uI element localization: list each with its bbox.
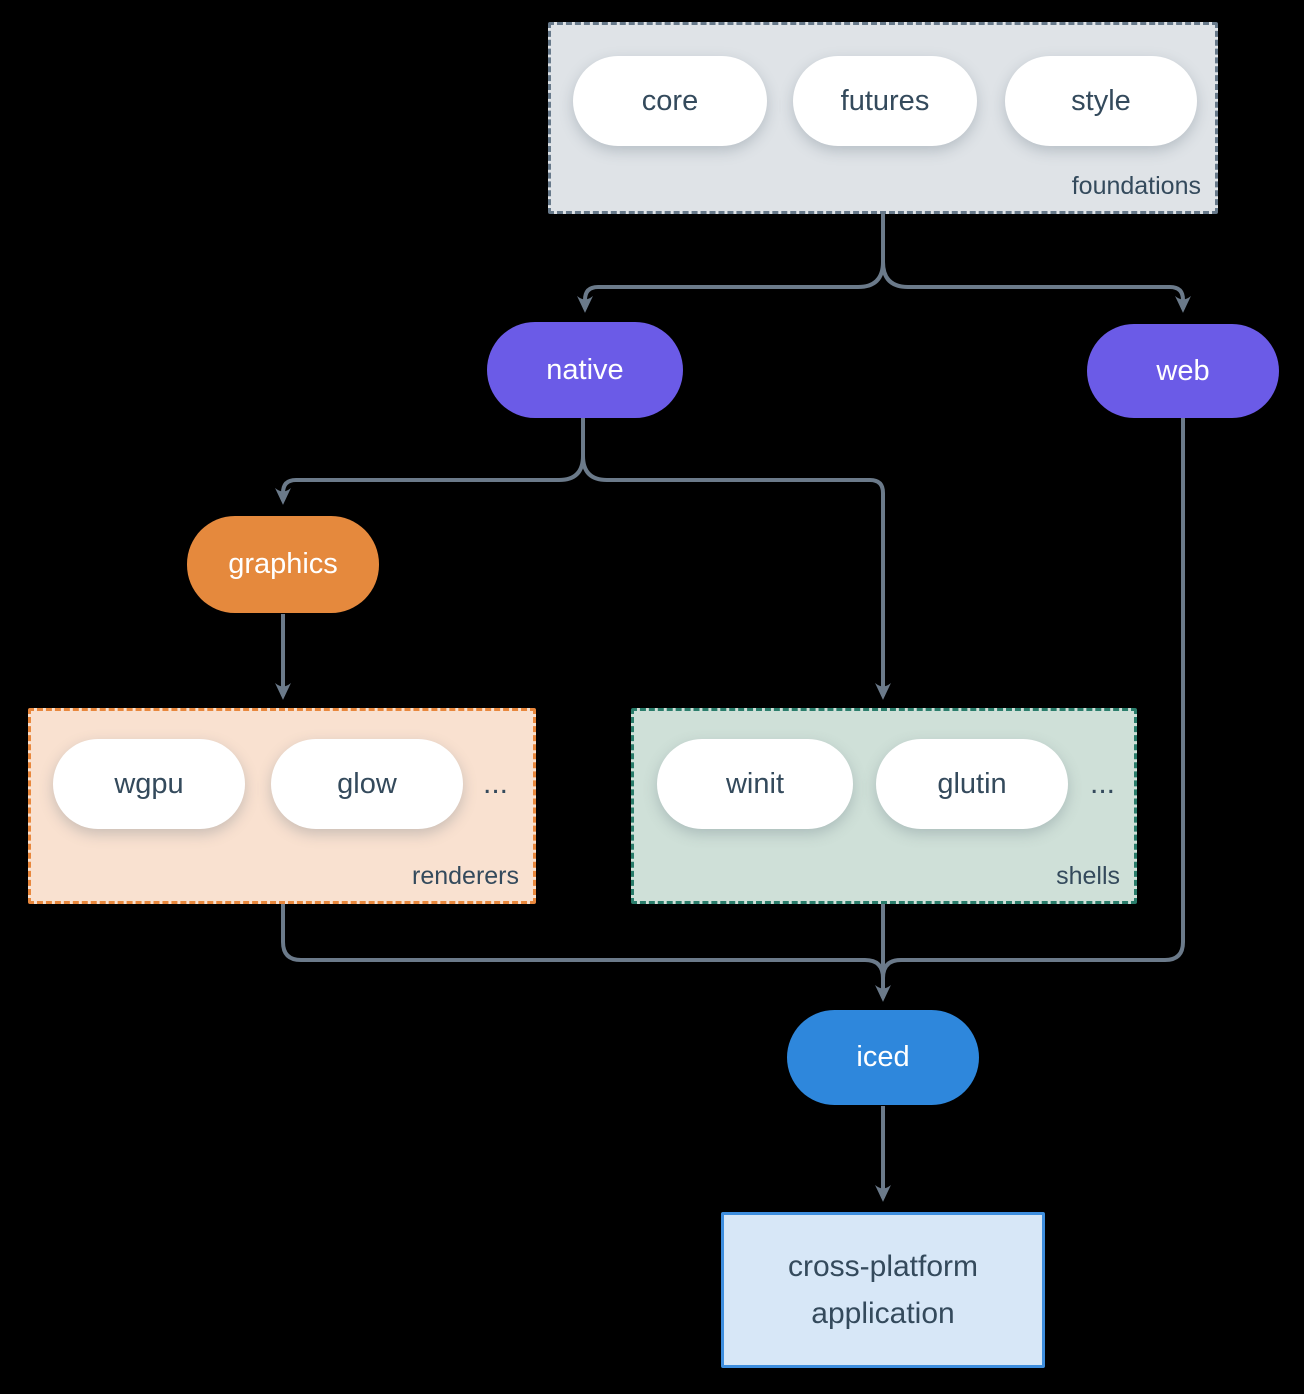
arrow-foundations-to-native bbox=[577, 214, 885, 313]
node-wgpu: wgpu bbox=[53, 739, 245, 829]
node-style: style bbox=[1005, 56, 1197, 146]
node-web: web bbox=[1087, 324, 1279, 418]
shells-group: winit glutin ... shells bbox=[631, 708, 1137, 904]
renderers-group-label: renderers bbox=[412, 862, 519, 890]
node-glutin: glutin bbox=[876, 739, 1068, 829]
node-cross-platform-application: cross-platform application bbox=[721, 1212, 1045, 1368]
arrow-native-to-shells bbox=[581, 418, 891, 700]
foundations-group-label: foundations bbox=[1071, 172, 1201, 200]
node-iced: iced bbox=[787, 1010, 979, 1105]
node-winit: winit bbox=[657, 739, 853, 829]
line-web-to-merge bbox=[881, 418, 1185, 990]
line-renderers-to-merge bbox=[281, 902, 885, 990]
shells-ellipsis: ... bbox=[1090, 767, 1116, 800]
arrow-foundations-to-web bbox=[881, 214, 1191, 313]
shells-group-label: shells bbox=[1056, 862, 1120, 890]
node-graphics: graphics bbox=[187, 516, 379, 613]
renderers-ellipsis: ... bbox=[483, 767, 509, 800]
node-glow: glow bbox=[271, 739, 463, 829]
node-native: native bbox=[487, 322, 683, 418]
node-core: core bbox=[573, 56, 767, 146]
node-futures: futures bbox=[793, 56, 977, 146]
foundations-group: core futures style foundations bbox=[548, 22, 1218, 214]
arrow-native-to-graphics bbox=[275, 418, 585, 505]
renderers-group: wgpu glow ... renderers bbox=[28, 708, 536, 904]
